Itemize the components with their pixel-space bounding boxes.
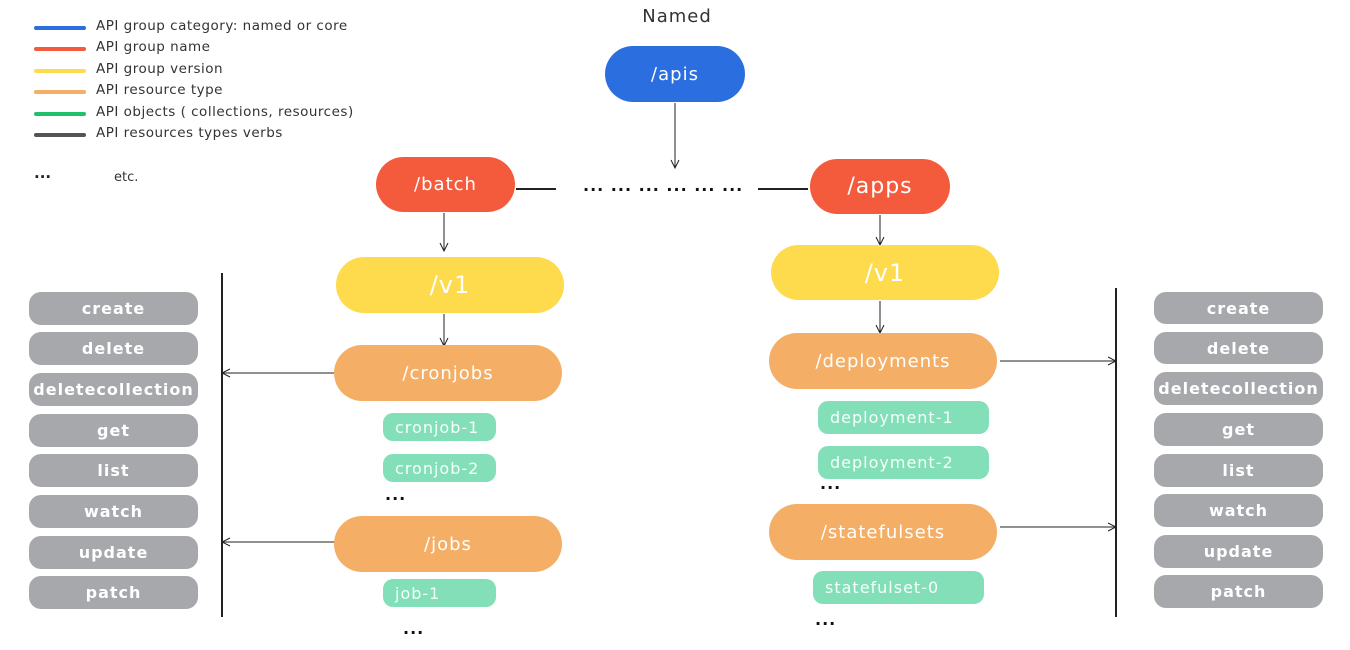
verb-delete: delete — [29, 332, 198, 365]
verb-deletecollection: deletecollection — [1154, 372, 1323, 405]
legend-swatch — [34, 26, 86, 30]
jobs-resource-node: /jobs — [334, 516, 562, 572]
verb-delete: delete — [1154, 332, 1323, 364]
legend-swatch — [34, 111, 86, 116]
diagram-title: Named — [642, 6, 712, 27]
verb-list: list — [1154, 454, 1323, 487]
statefulsets-resource-node: /statefulsets — [769, 504, 997, 560]
verb-create: create — [29, 292, 198, 325]
verb-update: update — [1154, 535, 1323, 568]
legend-label: API objects ( collections, resources) — [96, 103, 354, 120]
verb-deletecollection: deletecollection — [29, 373, 198, 406]
cronjob-object: cronjob-1 — [383, 413, 496, 441]
verb-watch: watch — [29, 495, 198, 528]
cronjob-object: cronjob-2 — [383, 454, 496, 482]
apis-node: /apis — [605, 46, 745, 102]
verb-list: list — [29, 454, 198, 487]
legend-swatch — [34, 90, 86, 95]
legend-label: API resource type — [96, 82, 223, 99]
batch-group-node: /batch — [376, 157, 515, 212]
apps-group-node: /apps — [810, 159, 950, 214]
legend-label: API group category: named or core — [96, 18, 348, 34]
job-object: job-1 — [383, 579, 496, 607]
jobs-more-ellipsis: ... — [403, 619, 425, 638]
legend-label: API group name — [96, 39, 211, 56]
verb-get: get — [1154, 413, 1323, 446]
verb-patch: patch — [29, 576, 198, 609]
deployments-more-ellipsis: ... — [820, 474, 842, 493]
verb-patch: patch — [1154, 575, 1323, 608]
verb-create: create — [1154, 292, 1323, 324]
legend-label: API group version — [96, 60, 224, 77]
more-groups-ellipsis: ... ... ... ... ... ... — [583, 176, 744, 195]
statefulsets-more-ellipsis: ... — [815, 610, 837, 629]
legend-label: API resources types verbs — [96, 124, 283, 141]
cronjobs-resource-node: /cronjobs — [334, 345, 562, 401]
deployment-object: deployment-2 — [818, 446, 989, 479]
verb-get: get — [29, 414, 198, 447]
legend-etc-label: etc. — [114, 170, 139, 185]
deployment-object: deployment-1 — [818, 401, 989, 434]
cronjobs-more-ellipsis: ... — [385, 485, 407, 504]
statefulset-object: statefulset-0 — [813, 571, 984, 604]
legend-swatch — [34, 132, 86, 137]
verb-update: update — [29, 536, 198, 569]
legend-etc-symbol: ... — [34, 164, 52, 182]
legend-swatch — [34, 47, 86, 52]
legend-swatch — [34, 68, 86, 73]
batch-v1-node: /v1 — [336, 257, 564, 313]
verb-watch: watch — [1154, 494, 1323, 527]
deployments-resource-node: /deployments — [769, 333, 997, 389]
apps-v1-node: /v1 — [771, 245, 999, 300]
